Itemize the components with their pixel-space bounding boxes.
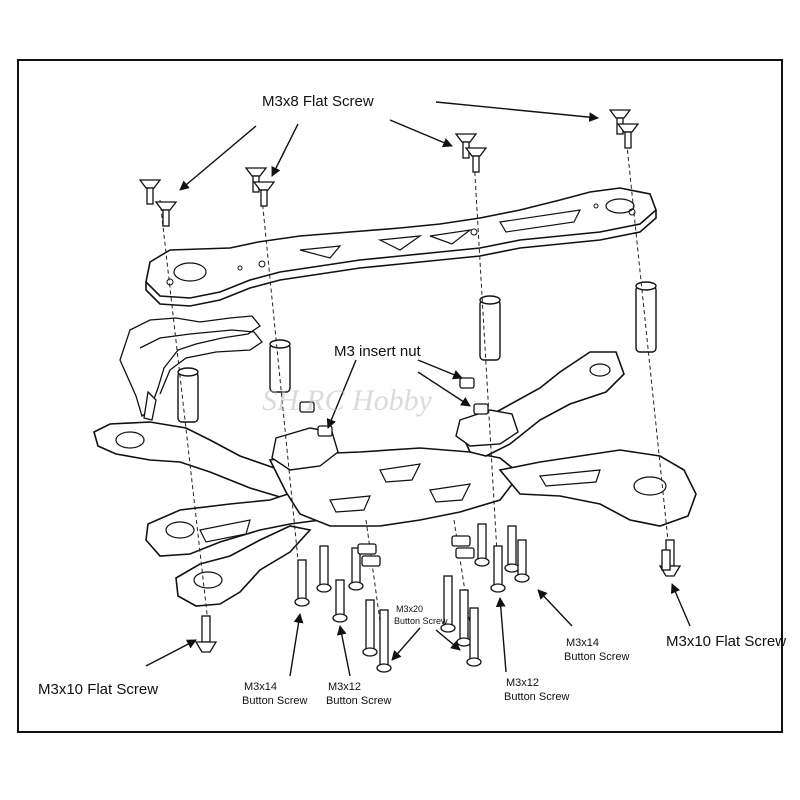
label-m3x12-right-type: Button Screw [504,691,569,703]
arrow-insert-nut-1 [326,359,357,429]
arrow-m3x8-2 [271,123,299,177]
button-screws [294,523,530,673]
top-plate [145,187,657,307]
label-m3x14-right-size: M3x14 [566,637,599,649]
arrow-insert-nut-2 [417,359,463,380]
arrow-m3x14-right [537,589,573,627]
label-m3x12-right-size: M3x12 [506,677,539,689]
insert-nuts [299,377,489,437]
arrow-m3x8-1 [179,125,257,191]
label-m3x14-right-type: Button Screw [564,651,629,663]
arrow-insert-nut-3 [417,371,471,407]
label-m3x10-flat-screw-right: M3x10 Flat Screw [666,633,786,650]
arrow-m3x12-right [495,597,507,673]
arrow-m3x14-left [289,613,304,677]
label-m3x12-left-size: M3x12 [328,681,361,693]
top-flat-screws [138,109,640,227]
label-m3x20-type: Button Screw [394,616,448,626]
watermark: SH RC Hobby [262,384,433,417]
label-m3x14-left-type: Button Screw [242,695,307,707]
arrow-m3x8-4 [435,101,599,123]
label-m3x12-left-type: Button Screw [326,695,391,707]
label-m3x14-left-size: M3x14 [244,681,277,693]
label-m3x20-size: M3x20 [396,604,423,614]
label-m3-insert-nut: M3 insert nut [334,343,422,360]
arrow-m3x20-b [435,629,461,651]
callout-arrows [145,101,691,677]
arrow-m3x20 [391,627,421,661]
arrow-m3x12-left [336,625,351,677]
diagram-border [17,59,783,733]
label-m3x8-flat-screw: M3x8 Flat Screw [262,93,374,110]
arrow-m3x10-right [670,583,691,627]
standoffs [177,281,657,423]
arrow-m3x8-3 [389,119,453,148]
arrow-m3x10-left [145,639,197,667]
bottom-frame [93,351,697,607]
camera-side-plates [119,315,263,421]
label-m3x10-flat-screw-left: M3x10 Flat Screw [38,681,158,698]
bottom-flat-screws [194,539,682,653]
